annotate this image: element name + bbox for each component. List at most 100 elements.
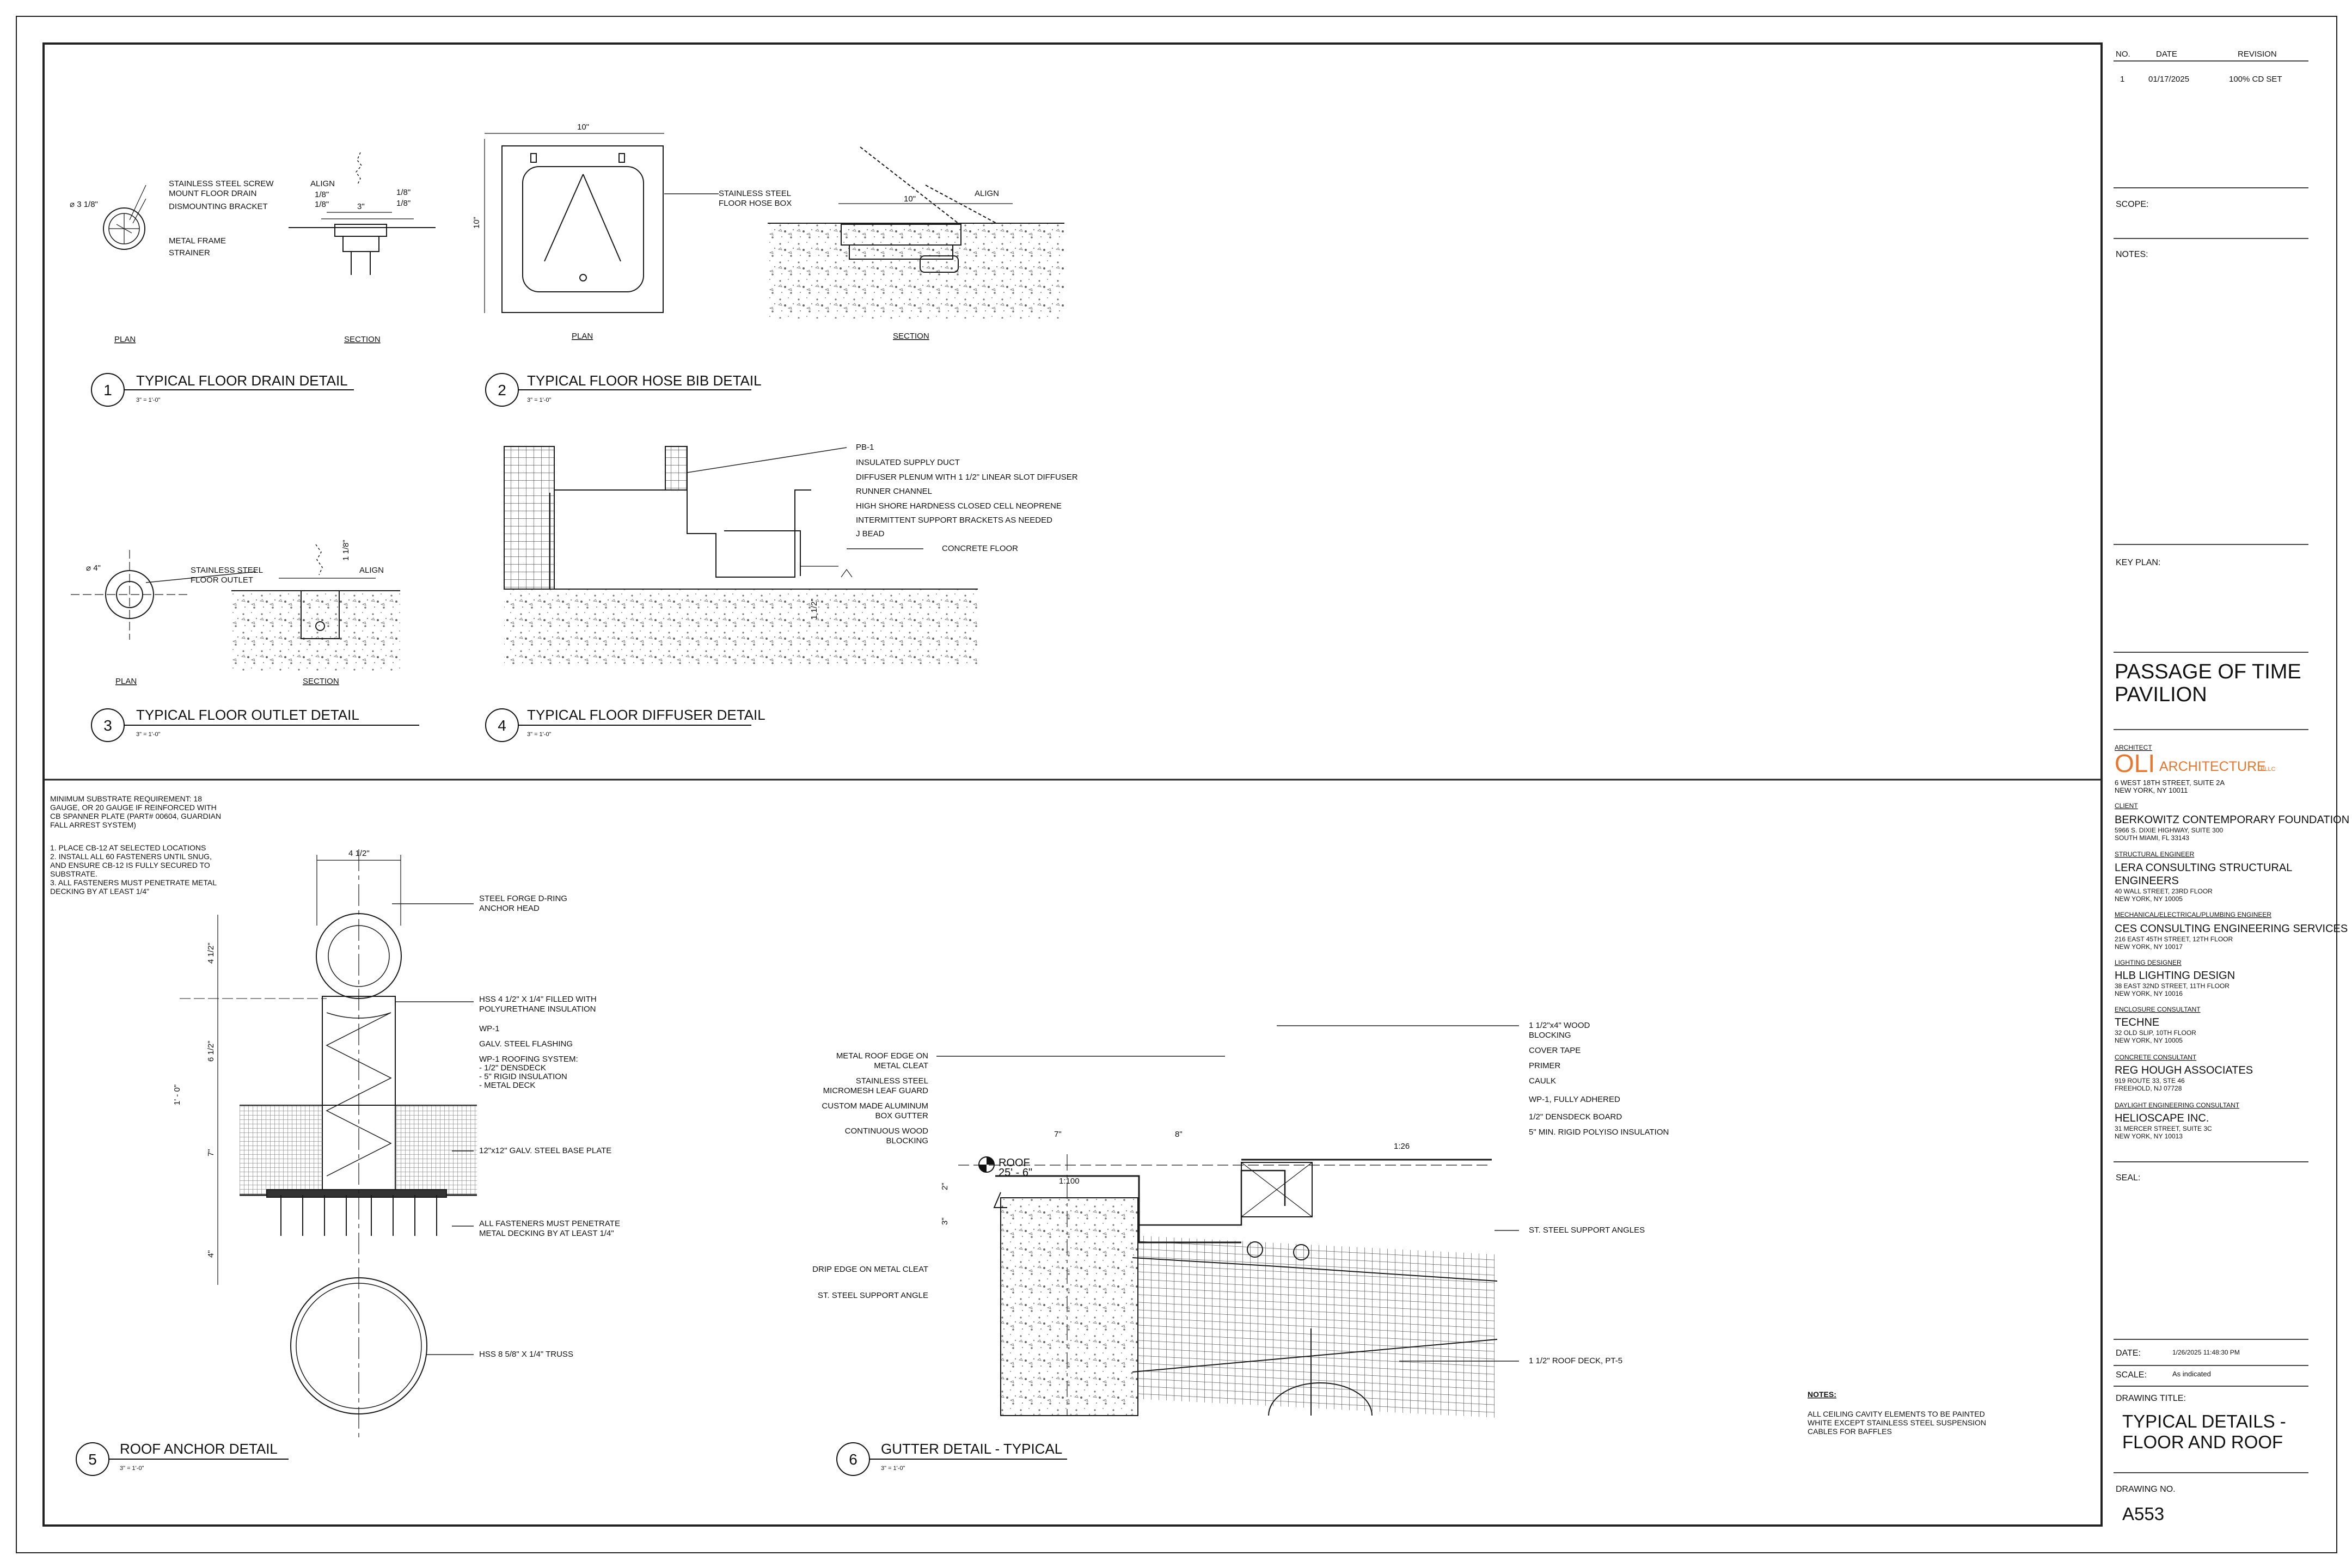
d6-label: BLOCKING bbox=[886, 1136, 928, 1146]
d1-dim: 1/8" bbox=[315, 190, 329, 199]
consultant-address: NEW YORK, NY 10013 bbox=[2115, 1132, 2183, 1140]
d5-label: METAL DECKING BY AT LEAST 1/4" bbox=[479, 1229, 614, 1238]
d6-label: COVER TAPE bbox=[1529, 1046, 1581, 1055]
architect-address: 6 WEST 18TH STREET, SUITE 2A bbox=[2115, 779, 2225, 787]
sheet-border bbox=[16, 16, 2337, 1553]
consultant-role: CLIENT bbox=[2115, 802, 2138, 810]
d5-label: POLYURETHANE INSULATION bbox=[479, 1004, 596, 1014]
detail-2-drawing bbox=[484, 133, 1064, 318]
d5-label: ANCHOR HEAD bbox=[479, 904, 540, 913]
d1-label: STRAINER bbox=[169, 248, 210, 258]
scope-label: SCOPE: bbox=[2116, 200, 2148, 209]
d5-note-line: 1. PLACE CB-12 AT SELECTED LOCATIONS bbox=[50, 843, 206, 852]
d5-label: 12"x12" GALV. STEEL BASE PLATE bbox=[479, 1146, 611, 1155]
project-name-line-2: PAVILION bbox=[2115, 683, 2207, 706]
d5-label: - METAL DECK bbox=[479, 1081, 535, 1090]
d3-dim: ⌀ 4" bbox=[86, 564, 101, 573]
revision-header-revision: REVISION bbox=[2238, 50, 2277, 59]
d3-label: STAINLESS STEEL bbox=[191, 566, 263, 575]
detail-3-title: TYPICAL FLOOR OUTLET DETAIL bbox=[136, 707, 359, 723]
architect-logo: OLI bbox=[2115, 749, 2155, 777]
d6-label: MICROMESH LEAF GUARD bbox=[823, 1086, 929, 1095]
d1-label: MOUNT FLOOR DRAIN bbox=[169, 189, 256, 198]
d5-dim: 4" bbox=[206, 1250, 216, 1258]
consultant-address: 32 OLD SLIP, 10TH FLOOR bbox=[2115, 1029, 2196, 1037]
detail-6-number: 6 bbox=[849, 1451, 857, 1468]
d6-label: CONTINUOUS WOOD bbox=[845, 1126, 928, 1136]
d6-slope: 1:26 bbox=[1394, 1142, 1410, 1151]
detail-4-scale: 3" = 1'-0" bbox=[527, 731, 552, 738]
d5-label: WP-1 bbox=[479, 1024, 500, 1033]
consultant-address: NEW YORK, NY 10005 bbox=[2115, 1037, 2183, 1044]
architect-role-label: ARCHITECT bbox=[2115, 744, 2152, 751]
d6-label: BLOCKING bbox=[1529, 1031, 1571, 1040]
d5-note-line: MINIMUM SUBSTRATE REQUIREMENT: 18 bbox=[50, 794, 202, 803]
d5-note-line: SUBSTRATE. bbox=[50, 869, 97, 878]
detail-6-drawing bbox=[958, 1154, 1498, 1418]
consultant-address: 40 WALL STREET, 23RD FLOOR bbox=[2115, 887, 2213, 895]
d2-dim: 10" bbox=[577, 122, 589, 132]
d3-section-label: SECTION bbox=[303, 677, 339, 686]
d4-dim: 1 1/2" bbox=[810, 598, 819, 620]
detail-4-title: TYPICAL FLOOR DIFFUSER DETAIL bbox=[527, 707, 765, 723]
project-name-line-1: PASSAGE OF TIME bbox=[2115, 660, 2301, 683]
d6-label: 5" MIN. RIGID POLYISO INSULATION bbox=[1529, 1128, 1669, 1137]
d1-dim: 1/8" bbox=[396, 188, 411, 197]
d6-label: 1 1/2" ROOF DECK, PT-5 bbox=[1529, 1356, 1622, 1365]
d1-plan-label: PLAN bbox=[114, 335, 136, 344]
d5-dim: 4 1/2" bbox=[206, 942, 216, 964]
revision-row-desc: 100% CD SET bbox=[2229, 75, 2282, 84]
detail-2-scale: 3" = 1'-0" bbox=[527, 397, 552, 403]
d2-dim: 10" bbox=[472, 217, 481, 229]
detail-3-number: 3 bbox=[103, 717, 112, 734]
key-plan-label: KEY PLAN: bbox=[2116, 558, 2160, 567]
d5-label: WP-1 ROOFING SYSTEM: bbox=[479, 1055, 578, 1064]
consultant-name: HLB LIGHTING DESIGN bbox=[2115, 970, 2235, 982]
d1-section-label: SECTION bbox=[344, 335, 381, 344]
d6-label: STAINLESS STEEL bbox=[856, 1076, 928, 1086]
architect-address: NEW YORK, NY 10011 bbox=[2115, 786, 2188, 794]
detail-5-title: ROOF ANCHOR DETAIL bbox=[120, 1441, 278, 1457]
drawing-title-label: DRAWING TITLE: bbox=[2116, 1394, 2186, 1403]
detail-5-drawing bbox=[180, 849, 477, 1437]
d5-note-line: DECKING BY AT LEAST 1/4" bbox=[50, 887, 149, 896]
d6-dim: 7" bbox=[1054, 1130, 1062, 1139]
d2-dim: 10" bbox=[904, 194, 916, 204]
consultant-address: SOUTH MIAMI, FL 33143 bbox=[2115, 834, 2189, 842]
detail-3-drawing bbox=[71, 544, 400, 671]
d5-label: - 5" RIGID INSULATION bbox=[479, 1072, 567, 1081]
d5-note-line: CB SPANNER PLATE (PART# 00604, GUARDIAN bbox=[50, 812, 221, 820]
detail-1-drawing bbox=[103, 152, 436, 275]
consultant-role: LIGHTING DESIGNER bbox=[2115, 959, 2182, 966]
d1-label: STAINLESS STEEL SCREW bbox=[169, 179, 274, 188]
consultant-name: HELIOSCAPE INC. bbox=[2115, 1112, 2209, 1124]
d1-dim: 1/8" bbox=[315, 200, 329, 209]
d4-label: RUNNER CHANNEL bbox=[856, 487, 932, 496]
d6-label: PRIMER bbox=[1529, 1061, 1561, 1070]
detail-4-number: 4 bbox=[498, 717, 506, 734]
d4-label: INTERMITTENT SUPPORT BRACKETS AS NEEDED bbox=[856, 516, 1052, 525]
consultant-role: CONCRETE CONSULTANT bbox=[2115, 1054, 2197, 1061]
d6-label: DRIP EDGE ON METAL CLEAT bbox=[812, 1265, 928, 1274]
d5-note-line: GAUGE, OR 20 GAUGE IF REINFORCED WITH bbox=[50, 803, 217, 812]
consultant-address: NEW YORK, NY 10017 bbox=[2115, 943, 2183, 951]
detail-2-title: TYPICAL FLOOR HOSE BIB DETAIL bbox=[527, 372, 762, 389]
d6-dim: 8" bbox=[1175, 1130, 1183, 1139]
detail-5-number: 5 bbox=[88, 1451, 97, 1468]
revision-header-date: DATE bbox=[2156, 50, 2177, 59]
d6-label: CUSTOM MADE ALUMINUM bbox=[822, 1101, 928, 1111]
d6-dim: 2" bbox=[940, 1183, 950, 1190]
date-label: DATE: bbox=[2116, 1349, 2141, 1358]
d6-slope: 1:100 bbox=[1059, 1177, 1080, 1186]
d1-label: METAL FRAME bbox=[169, 236, 226, 246]
consultant-address: 5966 S. DIXIE HIGHWAY, SUITE 300 bbox=[2115, 826, 2224, 834]
consultant-name: TECHNE bbox=[2115, 1016, 2159, 1028]
sheet-notes-heading: NOTES: bbox=[1808, 1390, 1836, 1399]
sheet-notes-line: ALL CEILING CAVITY ELEMENTS TO BE PAINTE… bbox=[1808, 1410, 1985, 1418]
d2-section-label: SECTION bbox=[893, 332, 929, 341]
d1-dim: ⌀ 3 1/8" bbox=[70, 200, 98, 209]
scale-label: SCALE: bbox=[2116, 1370, 2147, 1380]
consultant-name: LERA CONSULTING STRUCTURAL bbox=[2115, 862, 2292, 874]
detail-2-number: 2 bbox=[498, 382, 506, 399]
consultant-role: DAYLIGHT ENGINEERING CONSULTANT bbox=[2115, 1101, 2240, 1109]
